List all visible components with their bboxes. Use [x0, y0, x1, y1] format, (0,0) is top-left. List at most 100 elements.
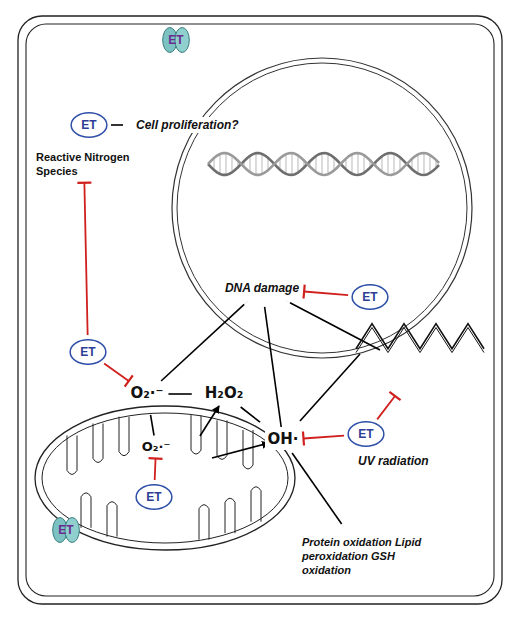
node-label: Cell proliferation?: [136, 118, 239, 132]
crista: [199, 505, 209, 540]
inhibition-connector: [377, 392, 400, 420]
helix-rung: [249, 156, 250, 172]
connector-line: [111, 124, 123, 126]
helix-rung: [387, 153, 388, 174]
helix-rung: [225, 153, 226, 175]
species-text: OH·: [265, 430, 300, 450]
inhibition-bar: [304, 285, 305, 299]
connector-line: [104, 364, 129, 381]
crista: [217, 420, 227, 459]
et-molecule: ET: [351, 283, 389, 311]
node-label: OH·: [267, 430, 298, 448]
crista: [225, 498, 235, 533]
helix-rung: [423, 153, 424, 175]
uv-ray: [356, 324, 484, 349]
uv-ray: [356, 328, 484, 353]
inhibition-connector: [149, 458, 163, 480]
helix-rung: [429, 155, 430, 173]
helix-rung: [261, 154, 262, 174]
helix-rung: [327, 154, 328, 174]
connector-line: [161, 304, 244, 381]
mito-arrow: [212, 443, 269, 458]
node-label: ET: [168, 33, 183, 47]
et-oval-outline: [348, 422, 384, 447]
connector-line: [151, 415, 154, 436]
node-label: ET: [58, 523, 73, 537]
dna-helix: [208, 153, 439, 175]
nucleus-inner: [177, 63, 467, 353]
node-label: ET: [81, 118, 96, 132]
outcome-text: Protein oxidation Lipid peroxidation GSH…: [300, 534, 428, 579]
mito-arrow: [200, 406, 219, 436]
et-oval-outline: [136, 485, 172, 510]
arrow-connector: [149, 407, 154, 436]
connector-line: [300, 354, 360, 421]
connector-line: [304, 436, 345, 439]
helix-rung: [291, 153, 292, 175]
membrane-transporter: ET: [48, 517, 84, 543]
arrow-head: [256, 419, 266, 427]
helix-rung: [297, 155, 298, 172]
arrow-head: [339, 520, 346, 531]
species-text: O₂·⁻: [140, 439, 173, 456]
helix-rung: [393, 154, 394, 175]
inhibition-bar: [303, 432, 304, 446]
inhibition-bar: [149, 457, 163, 460]
et-molecule: ET: [69, 338, 107, 366]
helix-strand: [208, 153, 439, 175]
arrow-head: [283, 299, 295, 305]
arrow-connector: [168, 394, 199, 395]
helix-rung: [219, 154, 220, 174]
arrow-head: [295, 417, 304, 427]
crista: [119, 417, 129, 456]
inhibition-bar: [77, 182, 91, 184]
node-label: ET: [358, 427, 373, 441]
node-label: ET: [362, 290, 377, 304]
et-molecule: ET: [347, 420, 385, 448]
arrow-connector: [292, 453, 346, 531]
et-oval-outline: [71, 113, 107, 138]
mitochondrion-cristae: [67, 415, 261, 540]
node-label: O₂·⁻: [131, 384, 164, 402]
species-text: H₂O₂: [203, 384, 245, 404]
et-oval-outline: [70, 340, 106, 365]
helix-rung: [351, 154, 352, 173]
arrow-connector: [264, 299, 282, 427]
connector-line: [377, 396, 395, 419]
node-label: ET: [146, 490, 161, 504]
inhibition-bar: [389, 392, 400, 400]
crista: [251, 487, 261, 522]
node-label: UV radiation: [356, 454, 431, 468]
mitochondrion-inner: [42, 413, 288, 543]
crista: [191, 415, 201, 454]
arrow-connector: [295, 354, 360, 427]
connector-line: [154, 459, 157, 481]
et-oval-outline: [352, 285, 388, 310]
node-label: Protein oxidation Lipid peroxidation GSH…: [302, 535, 426, 578]
arrow-connector: [241, 407, 267, 427]
node-label: DNA damage: [225, 281, 299, 295]
cell-membrane-outer: [18, 16, 502, 604]
uv-source: UV radiation: [352, 316, 492, 470]
outcome-text: Cell proliferation?: [134, 117, 241, 133]
nucleus-outer: [172, 58, 472, 358]
helix-rung: [363, 155, 364, 173]
et-molecule: ET: [135, 483, 173, 511]
inhibition-connector: [303, 432, 344, 446]
helix-rung: [357, 153, 358, 175]
arrow-connector: [161, 299, 250, 381]
species-text: Reactive Nitrogen Species: [34, 150, 134, 180]
helix-rung: [417, 154, 418, 173]
species-text: O₂·⁻: [129, 384, 166, 404]
crista: [93, 423, 103, 462]
connector-line: [292, 453, 342, 524]
crista: [67, 435, 77, 474]
mitochondrion-outer: [35, 406, 295, 550]
node-label: ET: [80, 345, 95, 359]
arrow-connector: [111, 125, 131, 126]
helix-rung: [285, 154, 286, 174]
arrow-head: [264, 299, 266, 312]
helix-strand: [208, 153, 439, 175]
